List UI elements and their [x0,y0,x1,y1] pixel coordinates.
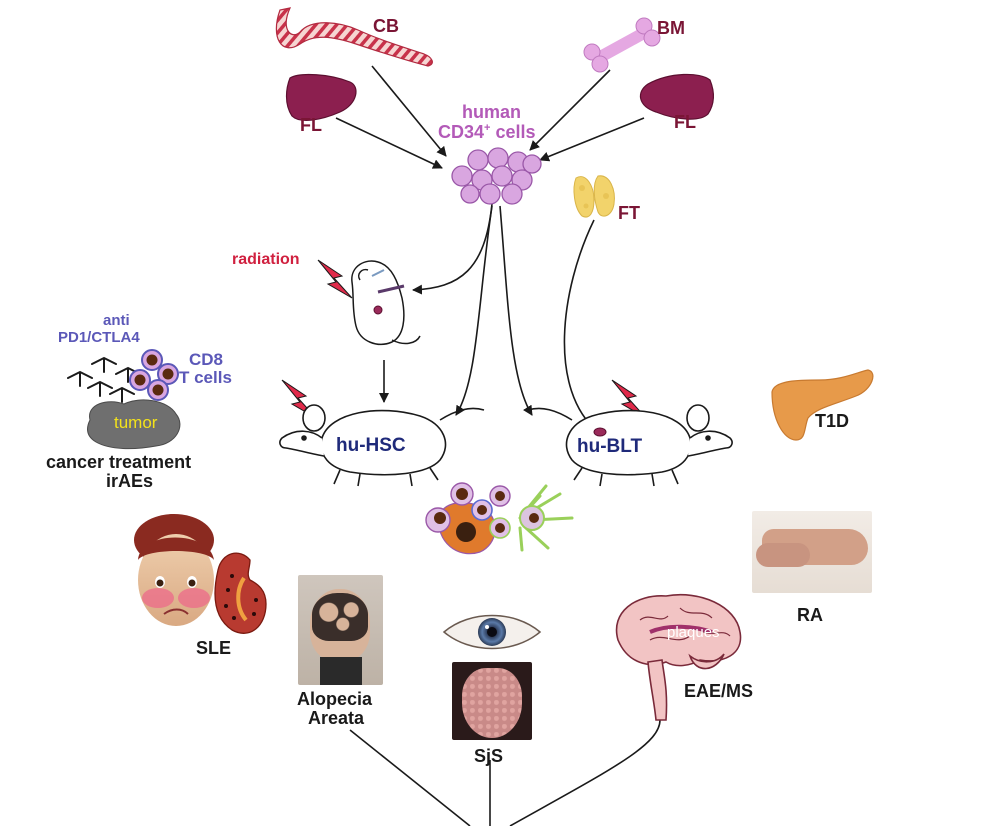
thymus-icon [573,175,615,218]
mouse-hu-blt [527,404,733,487]
label-areata: Areata [308,708,365,728]
kidney-icon [214,552,267,634]
label-cd34-cells: CD34+ cells [438,122,536,143]
label-hu-blt: hu-BLT [577,436,643,457]
brain-icon [615,594,742,721]
label-fl-left: FL [300,115,322,135]
label-pd1-ctla4: PD1/CTLA4 [58,329,140,346]
alopecia-neck [320,657,362,685]
tongue-photo [452,662,532,740]
arrow-bm-to-cells [529,69,611,151]
arrow-cells-to-injection [412,203,493,295]
label-eae-ms: EAE/MS [684,681,754,701]
liver-icon-right [639,73,715,120]
label-bm: BM [657,18,685,38]
cd34-cell-cluster [451,147,542,205]
cd8-t-cells [129,349,179,401]
label-cd34: CD34 [438,122,485,142]
connector-alopecia [349,729,471,826]
label-cb: CB [373,16,399,36]
label-cd34-plus: + [484,122,491,134]
label-cd8: CD8 [189,350,224,369]
pancreas-icon [771,369,874,441]
label-plaques: plaques [667,624,720,641]
ra-hand-photo [752,511,872,593]
label-sjs: SjS [474,746,504,766]
tumor-icon [87,399,181,450]
label-alopecia: Alopecia [297,689,373,709]
eye-icon [442,614,542,650]
label-cells: cells [490,122,536,142]
label-human: human [462,102,522,122]
cord-blood-icon [275,7,433,67]
label-iraes: irAEs [106,471,154,491]
arrow-cb-to-cells [371,65,447,157]
label-t-cells: T cells [179,368,232,387]
label-ra: RA [797,605,823,625]
tongue-shape [462,668,522,738]
alopecia-photo [298,575,383,685]
ra-fingers [756,543,810,567]
arrows [335,65,661,826]
radiation-bolt-neonate [317,259,353,299]
label-fl-right: FL [674,112,696,132]
arrow-ft-to-blt [563,219,599,433]
label-hu-hsc: hu-HSC [336,435,406,456]
label-ft: FT [618,203,640,223]
connector-eae [509,719,661,826]
label-radiation: radiation [232,251,300,268]
label-t1d: T1D [815,411,850,431]
sle-face-icon [134,514,214,626]
arrow-cells-to-blt [499,205,533,416]
antibody-icons [67,356,141,403]
liver-icon-left [285,73,357,121]
label-tumor: tumor [114,413,158,432]
immune-cells [425,482,574,555]
arrow-fl-right-to-cells [539,117,645,162]
label-cancer-treatment: cancer treatment [46,452,192,472]
label-sle: SLE [196,638,232,658]
neonate-mouse [351,260,421,346]
arrow-fl-left-to-cells [335,117,443,169]
arrow-cells-to-hsc [455,205,493,416]
alopecia-hair-patches [312,593,368,641]
label-anti: anti [103,312,130,329]
mouse-hu-hsc [279,404,485,487]
bone-icon [583,17,661,73]
